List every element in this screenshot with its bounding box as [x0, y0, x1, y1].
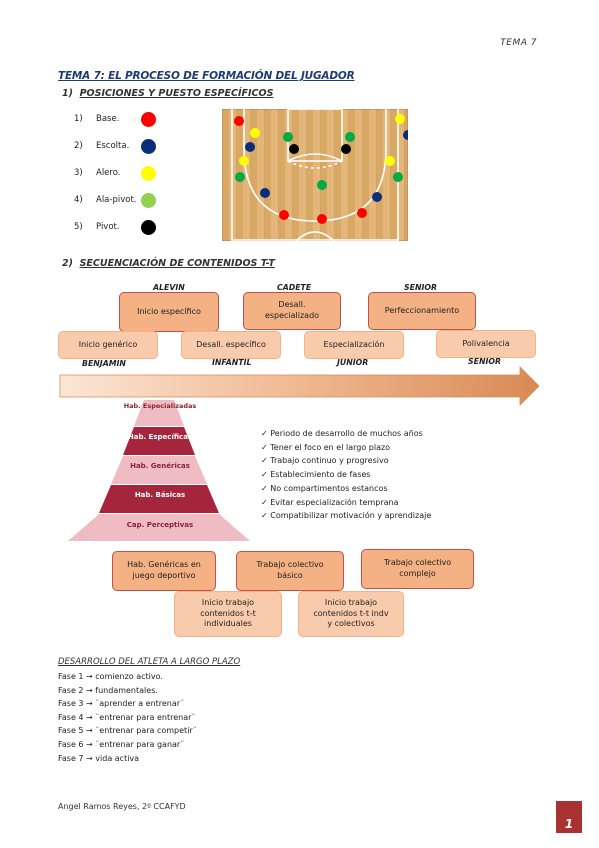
court-ala-pivot-right — [345, 132, 355, 142]
section-1-title: POSICIONES Y PUESTO ESPECÍFICOS — [79, 88, 274, 99]
page-number-box: 1 — [556, 801, 582, 833]
work-box-inicio-colectivo: Inicio trabajo contenidos t-t indv y col… — [298, 591, 404, 637]
document-title: TEMA 7: EL PROCESO DE FORMACIÓN DEL JUGA… — [58, 70, 355, 82]
pyramid-label-basicas: Hab. Básicas — [134, 491, 186, 499]
court-ala-pivot-corner-right — [393, 172, 403, 182]
court-base-left — [279, 210, 289, 220]
checklist-item: ✓ Tener el foco en el largo plazo — [261, 442, 391, 452]
basketball-court-diagram — [222, 109, 408, 241]
position-item-ala-pivot: 4) Ala-pivot. — [74, 195, 137, 205]
page-number: 1 — [564, 817, 574, 831]
work-box-colectivo-basico: Trabajo colectivo básico — [236, 551, 344, 591]
pivot-color-dot — [141, 220, 156, 235]
phase-item: Fase 6 → ¨entrenar para ganar¨ — [58, 739, 185, 749]
court-escolta-left — [245, 142, 255, 152]
category-label-senior-bottom: SENIOR — [468, 357, 501, 366]
pyramid-level-basicas — [99, 485, 219, 513]
court-ala-pivot-corner-left — [235, 172, 245, 182]
category-label-benjamin: BENJAMIN — [82, 359, 126, 368]
phase-item: Fase 2 → fundamentales. — [58, 685, 158, 695]
checklist-item: ✓ Evitar especialización temprana — [261, 497, 399, 507]
court-base-top-left — [234, 116, 244, 126]
position-item-pivot: 5) Pivot. — [74, 222, 120, 232]
work-box-inicio-individual: Inicio trabajo contenidos t-t individual… — [174, 591, 282, 637]
ala-pivot-color-dot — [141, 193, 156, 208]
development-heading: DESARROLLO DEL ATLETA A LARGO PLAZO — [58, 657, 241, 667]
stage-box-desall-especifico: Desall. específico — [181, 331, 281, 359]
checklist-item: ✓ Trabajo continuo y progresivo — [261, 456, 389, 466]
category-label-alevin: ALEVIN — [153, 283, 185, 292]
checklist-item: ✓ Compatibilizar motivación y aprendizaj… — [261, 511, 432, 521]
court-ala-pivot-left — [283, 132, 293, 142]
court-alero-right — [395, 114, 405, 124]
section-1-number: 1) — [62, 88, 73, 99]
section-2-title: SECUENCIACIÓN DE CONTENIDOS T-T — [79, 258, 275, 269]
section-2-number: 2) — [62, 258, 73, 269]
section-1-heading: 1) POSICIONES Y PUESTO ESPECÍFICOS — [62, 88, 273, 99]
stage-box-polivalencia: Polivalencia — [436, 330, 536, 358]
court-base-center — [317, 214, 327, 224]
stage-box-desall-especializado: Desall. especializado — [243, 292, 341, 330]
position-item-base: 1) Base. — [74, 114, 120, 124]
checklist-item: ✓ Periodo de desarrollo de muchos años — [261, 429, 423, 438]
stage-box-perfeccionamiento: Perfeccionamiento — [368, 292, 476, 330]
section-2-heading: 2) SECUENCIACIÓN DE CONTENIDOS T-T — [62, 258, 275, 269]
check-icon: ✓ — [261, 483, 268, 493]
pyramid-level-especificas — [123, 427, 195, 455]
position-item-escolta: 2) Escolta. — [74, 141, 130, 151]
pyramid-label-genericas: Hab. Genéricas — [130, 462, 190, 470]
principles-checklist: ✓ Periodo de desarrollo de muchos años ✓… — [261, 427, 431, 523]
phase-item: Fase 4 → ¨entrenar para entrenar¨ — [58, 712, 196, 722]
progression-arrow — [59, 366, 540, 406]
phase-item: Fase 5 → ¨entrenar para competir¨ — [58, 726, 197, 736]
court-escolta-wing-left — [260, 188, 270, 198]
stage-box-especializacion: Especialización — [304, 331, 404, 359]
court-escolta-top-right — [403, 130, 408, 140]
check-icon: ✓ — [261, 442, 268, 452]
court-alero-left-2 — [239, 156, 249, 166]
court-escolta-wing-right — [372, 192, 382, 202]
court-pivot-right — [341, 144, 351, 154]
check-icon: ✓ — [261, 511, 268, 521]
author-footer: Angel Ramos Reyes, 2º CCAFYD — [58, 802, 186, 811]
pyramid-level-perceptivas — [68, 514, 250, 541]
skills-pyramid — [68, 400, 250, 541]
pyramid-level-especializadas — [134, 400, 184, 426]
court-pivot-left — [289, 144, 299, 154]
pyramid-label-especificas: Hab. Específicas — [127, 433, 193, 441]
escolta-color-dot — [141, 139, 156, 154]
work-box-colectivo-complejo: Trabajo colectivo complejo — [361, 549, 474, 589]
phase-item: Fase 1 → comienzo activo. — [58, 672, 163, 681]
court-base-right — [357, 208, 367, 218]
alero-color-dot — [141, 166, 156, 181]
phase-list: Fase 1 → comienzo activo. Fase 2 → funda… — [58, 670, 197, 765]
check-icon: ✓ — [261, 470, 268, 480]
check-icon: ✓ — [261, 456, 268, 466]
court-alero-right-2 — [385, 156, 395, 166]
category-label-infantil: INFANTIL — [212, 358, 252, 367]
court-ala-pivot-center — [317, 180, 327, 190]
phase-item: Fase 7 → vida activa — [58, 753, 140, 763]
stage-box-inicio-especifico: Inicio específico — [119, 292, 219, 332]
position-item-alero: 3) Alero. — [74, 168, 121, 178]
phase-item: Fase 3 → ¨aprender a entrenar¨ — [58, 699, 185, 709]
checklist-item: ✓ No compartimentos estancos — [261, 483, 388, 493]
pyramid-level-genericas — [111, 456, 207, 484]
category-label-senior-top: SENIOR — [404, 283, 437, 292]
category-label-junior: JUNIOR — [337, 358, 369, 367]
work-box-habilidades-genericas: Hab. Genéricas en juego deportivo — [112, 551, 216, 591]
pyramid-label-perceptivas: Cap. Perceptivas — [126, 521, 194, 529]
checklist-item: ✓ Establecimiento de fases — [261, 470, 371, 480]
check-icon: ✓ — [261, 429, 268, 438]
court-alero-left — [250, 128, 260, 138]
pyramid-label-especializadas: Hab. Especializadas — [123, 402, 197, 410]
category-label-cadete: CADETE — [277, 283, 312, 292]
check-icon: ✓ — [261, 497, 268, 507]
base-color-dot — [141, 112, 156, 127]
stage-box-inicio-generico: Inicio genérico — [58, 331, 158, 359]
chapter-label: TEMA 7 — [500, 38, 537, 48]
